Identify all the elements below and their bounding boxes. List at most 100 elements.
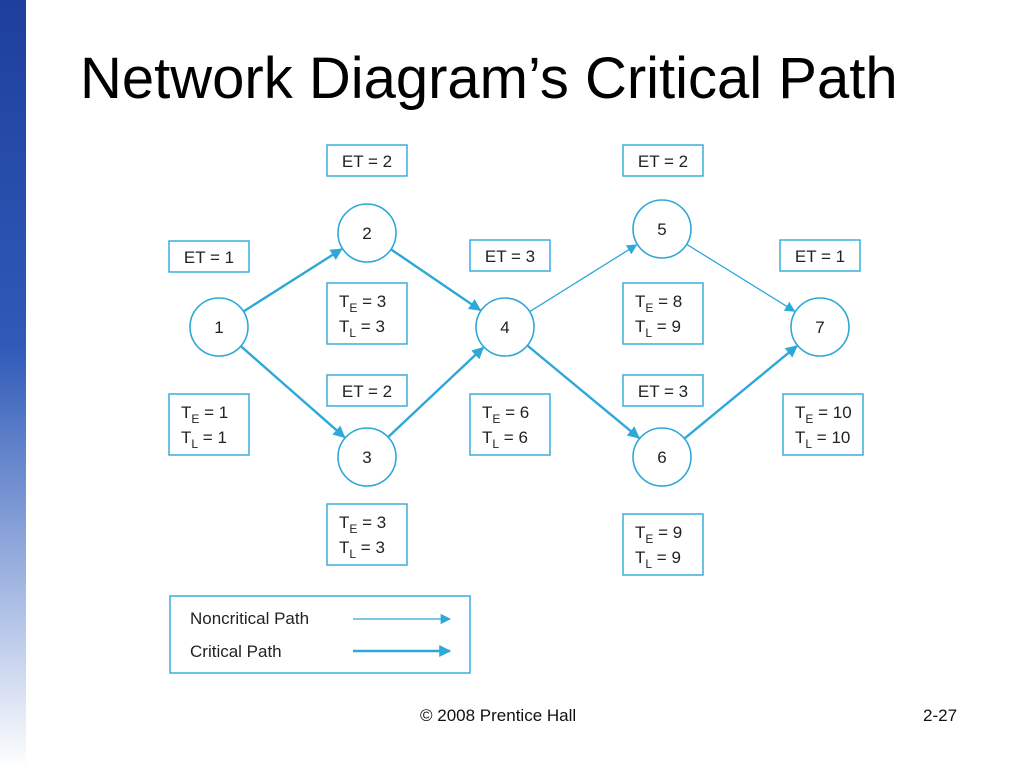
tl-value: 9: [671, 548, 680, 567]
node-2: 2: [337, 203, 397, 263]
et-label: ET = 1: [184, 248, 234, 267]
et-box-frame: [779, 239, 861, 272]
edge-4-5-noncritical: [529, 244, 638, 313]
node-label: 6: [657, 448, 666, 467]
legend-frame: [169, 595, 471, 674]
legend-critical-label: Critical Path: [190, 642, 282, 661]
node-7: 7: [790, 297, 850, 357]
node-1: 1: [189, 297, 249, 357]
te-label: TE = 8: [635, 292, 682, 315]
et-box-5: ET = 2: [622, 144, 704, 177]
tl-label: TL = 9: [635, 317, 681, 340]
edge-5-7-noncritical: [686, 243, 796, 312]
time-box-frame: [622, 513, 704, 576]
te-label: TE = 1: [181, 403, 228, 426]
et-value: 3: [679, 382, 688, 401]
tl-label: TL = 9: [635, 548, 681, 571]
et-box-frame: [469, 239, 551, 272]
time-box-1: TE = 1TL = 1: [168, 393, 250, 456]
tl-value: 9: [671, 317, 680, 336]
tl-value: 1: [217, 428, 226, 447]
time-box-frame: [326, 503, 408, 566]
node-circle: [632, 199, 692, 259]
tl-label: TL = 3: [339, 317, 385, 340]
tl-value: 10: [831, 428, 850, 447]
node-label: 4: [500, 318, 509, 337]
et-value: 3: [526, 247, 535, 266]
time-box-5: TE = 8TL = 9: [622, 282, 704, 345]
node-label: 7: [815, 318, 824, 337]
node-circle: [337, 427, 397, 487]
et-box-frame: [168, 240, 250, 273]
time-box-3: TE = 3TL = 3: [326, 503, 408, 566]
te-label: TE = 3: [339, 513, 386, 536]
node-5: 5: [632, 199, 692, 259]
node-4: 4: [475, 297, 535, 357]
edge-1-3-critical: [239, 345, 346, 439]
time-box-frame: [326, 282, 408, 345]
te-label: TE = 9: [635, 523, 682, 546]
node-3: 3: [337, 427, 397, 487]
et-box-6: ET = 3: [622, 374, 704, 407]
time-box-frame: [168, 393, 250, 456]
slide-side-bar: [0, 0, 26, 768]
node-label: 1: [214, 318, 223, 337]
et-value: 2: [383, 152, 392, 171]
node-circle: [475, 297, 535, 357]
time-box-frame: [782, 393, 864, 456]
node-6: 6: [632, 427, 692, 487]
tl-label: TL = 10: [795, 428, 850, 451]
node-label: 3: [362, 448, 371, 467]
tl-label: TL = 1: [181, 428, 227, 451]
et-box-3: ET = 2: [326, 374, 408, 407]
te-value: 3: [377, 292, 386, 311]
te-value: 6: [520, 403, 529, 422]
te-label: TE = 10: [795, 403, 852, 426]
time-box-4: TE = 6TL = 6: [469, 393, 551, 456]
et-label: ET = 3: [485, 247, 535, 266]
time-box-6: TE = 9TL = 9: [622, 513, 704, 576]
node-circle: [632, 427, 692, 487]
node-label: 5: [657, 220, 666, 239]
node-label: 2: [362, 224, 371, 243]
et-value: 1: [836, 247, 845, 266]
te-label: TE = 6: [482, 403, 529, 426]
et-label: ET = 2: [342, 382, 392, 401]
et-label: ET = 2: [342, 152, 392, 171]
edge-4-6-critical: [526, 344, 640, 439]
edge-2-4-critical: [390, 248, 482, 312]
et-value: 2: [679, 152, 688, 171]
edge-6-7-critical: [683, 345, 798, 440]
tl-label: TL = 6: [482, 428, 528, 451]
legend-noncritical-label: Noncritical Path: [190, 609, 309, 628]
node-circle: [189, 297, 249, 357]
tl-value: 3: [375, 317, 384, 336]
slide-title: Network Diagram’s Critical Path: [80, 46, 898, 111]
time-box-frame: [469, 393, 551, 456]
time-box-2: TE = 3TL = 3: [326, 282, 408, 345]
node-circle: [337, 203, 397, 263]
et-box-frame: [622, 374, 704, 407]
et-value: 1: [225, 248, 234, 267]
edge-3-4-critical: [387, 346, 485, 438]
te-value: 3: [377, 513, 386, 532]
et-box-frame: [622, 144, 704, 177]
et-box-4: ET = 3: [469, 239, 551, 272]
et-box-2: ET = 2: [326, 144, 408, 177]
et-label: ET = 3: [638, 382, 688, 401]
tl-label: TL = 3: [339, 538, 385, 561]
te-value: 10: [833, 403, 852, 422]
tl-value: 3: [375, 538, 384, 557]
node-circle: [790, 297, 850, 357]
page-number: 2-27: [923, 706, 958, 725]
te-value: 9: [673, 523, 682, 542]
edge-1-2-critical: [242, 248, 343, 313]
et-box-frame: [326, 144, 408, 177]
et-label: ET = 1: [795, 247, 845, 266]
footer-copyright: © 2008 Prentice Hall: [420, 706, 577, 725]
et-box-1: ET = 1: [168, 240, 250, 273]
time-box-frame: [622, 282, 704, 345]
